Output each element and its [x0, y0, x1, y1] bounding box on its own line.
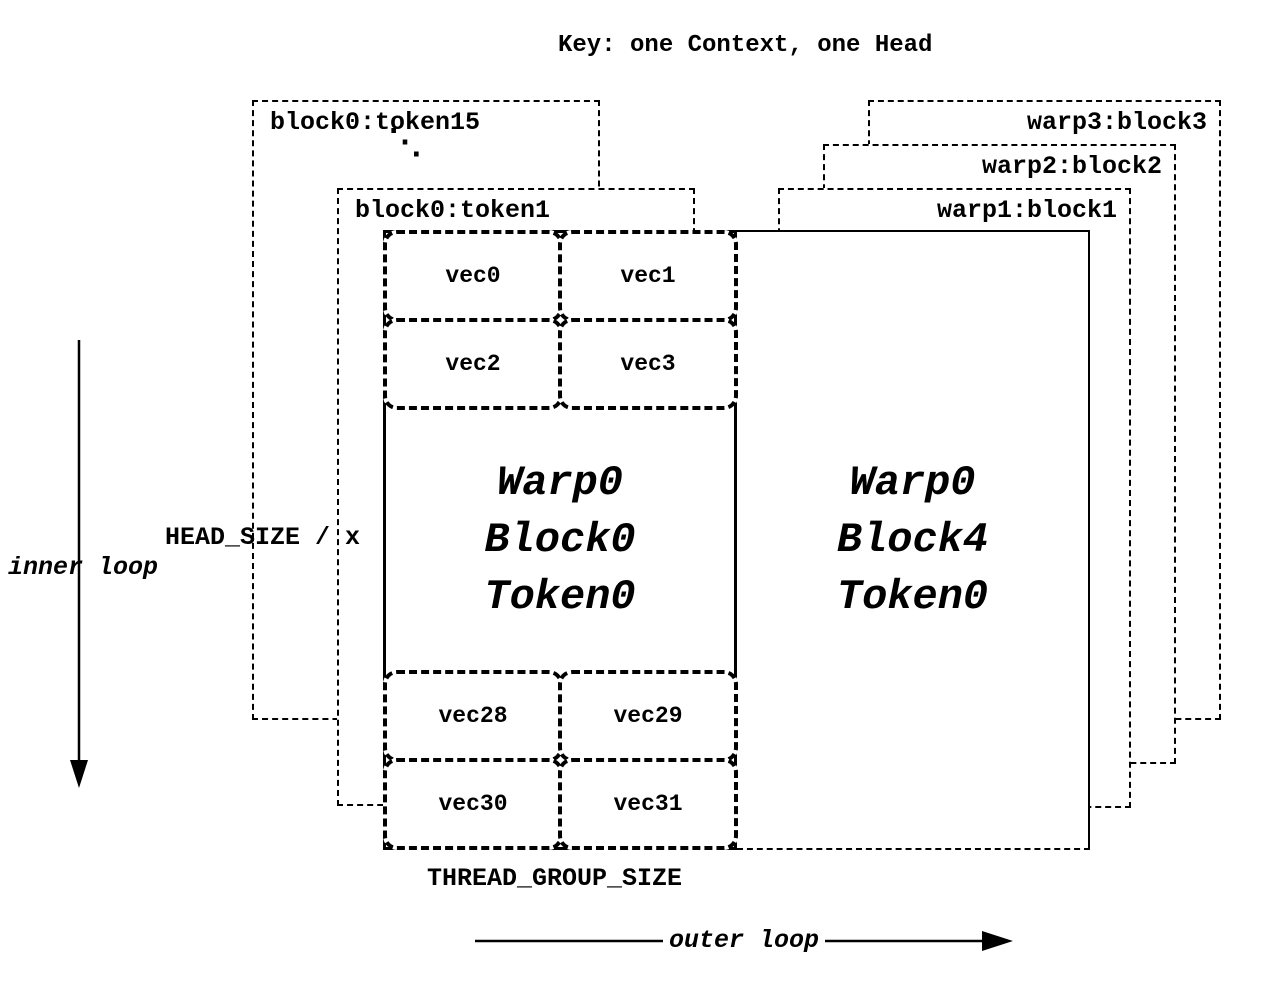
- vec-label: vec28: [438, 703, 508, 729]
- vec31-cell: vec31: [558, 758, 738, 850]
- inner-loop-arrow: [70, 340, 88, 788]
- warp2-block2-label: warp2:block2: [981, 152, 1162, 181]
- vec-label: vec31: [613, 791, 683, 817]
- vec1-cell: vec1: [558, 230, 738, 322]
- vec-label: vec0: [445, 263, 501, 289]
- inner-loop-label: inner loop: [8, 553, 159, 582]
- warp1-block1-label: warp1:block1: [936, 196, 1117, 225]
- warp3-block3-label: warp3:block3: [1026, 108, 1207, 137]
- vec2-cell: vec2: [383, 318, 563, 410]
- title-line: Block0: [484, 515, 636, 564]
- warp0-block4-title: Warp0 Block4 Token0: [737, 232, 1088, 848]
- outer-loop-label: outer loop: [663, 926, 826, 955]
- vec28-cell: vec28: [383, 670, 563, 762]
- vec-label: vec29: [613, 703, 683, 729]
- vec-label: vec2: [445, 351, 501, 377]
- stack-ellipsis-dots: ⋱: [388, 126, 422, 164]
- title-line: Warp0: [849, 458, 976, 507]
- warp0-block0-box: vec0 vec1 vec2 vec3 Warp0 Block0 Token0 …: [383, 230, 738, 850]
- thread-group-size-label: THREAD_GROUP_SIZE: [427, 864, 683, 893]
- token1-label: block0:token1: [355, 196, 551, 225]
- vec-label: vec30: [438, 791, 508, 817]
- title-line: Token0: [836, 572, 989, 621]
- title-line: Block4: [836, 515, 989, 564]
- vec3-cell: vec3: [558, 318, 738, 410]
- warp0-block0-title: Warp0 Block0 Token0: [386, 233, 734, 847]
- title-line: Token0: [484, 572, 636, 621]
- vec29-cell: vec29: [558, 670, 738, 762]
- head-size-label: HEAD_SIZE / x: [165, 523, 361, 552]
- title-line: Warp0: [496, 458, 624, 507]
- vec-label: vec3: [620, 351, 676, 377]
- token15-label: block0:token15: [270, 108, 481, 137]
- vec0-cell: vec0: [383, 230, 563, 322]
- vec-label: vec1: [620, 263, 676, 289]
- vec30-cell: vec30: [383, 758, 563, 850]
- diagram-title: Key: one Context, one Head: [558, 32, 933, 59]
- warp0-block4-box: Warp0 Block4 Token0: [737, 230, 1090, 850]
